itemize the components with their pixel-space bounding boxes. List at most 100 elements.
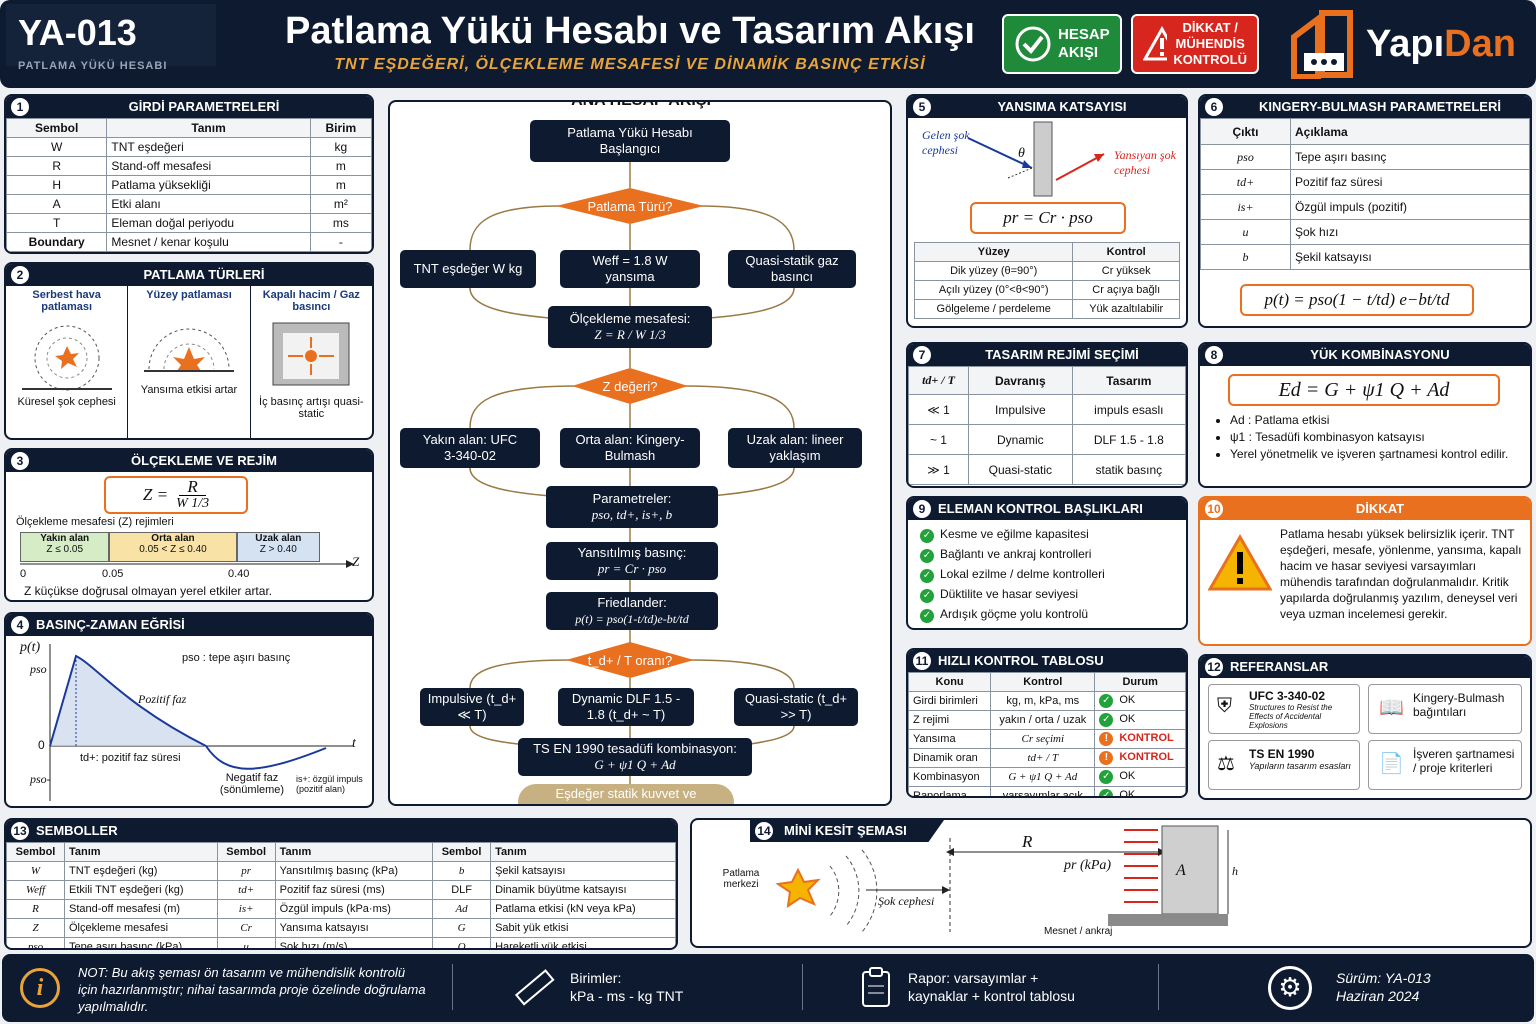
info-icon: i [20,968,60,1008]
axis-label: pso- [30,772,51,786]
axis-label: t [352,736,356,751]
panel-title: BASINÇ-ZAMAN EĞRİSİ [36,617,185,632]
panel-number: 8 [1205,346,1223,364]
panel-number: 5 [913,98,931,116]
badge1-line2: AKIŞI [1058,44,1099,61]
friedlander-formula: p(t) = pso(1 − t/td) e−bt/td [1240,284,1474,316]
list-item: ✓Lokal ezilme / delme kontrolleri [920,564,1174,584]
regime-note: Z küçükse doğrusal olmayan yerel etkiler… [24,584,273,598]
flow-title: ANA HESAP AKIŞI [536,102,746,116]
annotation: pso : tepe aşırı basınç [182,652,291,664]
panel-number: 6 [1205,98,1223,116]
combination-formula: Ed = G + ψ1 Q + Ad [1228,374,1500,406]
ref-isveren: 📄İşveren şartnamesi / proje kriterleri [1368,740,1522,790]
gear-icon: ⚙ [1268,966,1312,1010]
flow-impulsive: Impulsive (t_d+ ≪ T) [420,688,524,726]
flow-scaled-distance: Ölçekleme mesafesi:Z = R / W 1/3 [548,306,712,348]
annotation: Negatif faz (sönümleme) [219,772,285,796]
release-date: Haziran 2024 [1336,988,1420,1004]
regime-title: Ölçekleme mesafesi (Z) rejimleri [16,516,174,528]
flow-friedlander: Friedlander:p(t) = pso(1-t/td)e-bt/td [546,592,718,630]
check-icon: ✓ [920,549,934,563]
check-icon: ✓ [920,569,934,583]
flow-start: Patlama Yükü Hesabı Başlangıcı [530,120,730,162]
warning-text: Patlama hesabı yüksek belirsizlik içerir… [1280,527,1522,621]
list-item: Yerel yönetmelik ve işveren şartnamesi k… [1230,446,1520,463]
type-confined: Kapalı hacim / Gaz basıncı İç basınç art… [259,289,364,420]
panel-number: 12 [1205,658,1223,676]
list-item: ✓Ardışık göçme yolu kontrolü [920,604,1174,624]
col-header: Sembol [6,118,108,138]
col-header: Birim [309,118,372,138]
shield-icon: ⛨ [1217,695,1232,717]
col-header: Tanım [106,118,311,138]
support-label: Mesnet / ankraj [1044,926,1113,937]
doc-code: YA-013 [6,4,216,66]
panel-ana-hesap-akisi: ANA HESAP AKIŞI Patlama Yükü Hesabı Başl… [388,100,892,806]
panel-number: 14 [755,822,773,840]
flow-combination: TS EN 1990 tesadüfi kombinasyon:G + ψ1 Q… [518,738,752,776]
footer-bar: i NOT: Bu akış şeması ön tasarım ve mühe… [2,954,1534,1022]
flow-parameters: Parametreler:pso, td+, is+, b [546,486,718,528]
distance-label: R [1022,832,1033,851]
table-row: Dik yüzey (θ=90°)Cr yüksek [913,261,1180,281]
report-title: Rapor: varsayımlar + [908,970,1039,986]
panel-number: 1 [11,98,29,116]
flow-mid-field: Orta alan: Kingery-Bulmash [560,428,700,468]
axis-label: pso [30,662,47,676]
warning-icon [1143,26,1168,61]
panel-title: ELEMAN KONTROL BAŞLIKLARI [938,501,1143,516]
pressure-label: pr (kPa) [1064,858,1112,873]
confined-blast-icon [272,322,350,386]
panel-title: SEMBOLLER [36,823,118,838]
tick-label: 0.05 [102,568,124,580]
panel-title: GİRDİ PARAMETRELERİ [128,99,280,114]
panel-number: 11 [913,652,931,670]
list-item: ✓Kesme ve eğilme kapasitesi [920,524,1174,544]
check-icon: ✓ [920,589,934,603]
reflected-label: Yansıyan şok cephesi [1114,148,1176,177]
axis-label: 0 [38,738,45,752]
panel-title: REFERANSLAR [1230,659,1329,674]
page-subtitle: TNT EŞDEĞERİ, ÖLÇEKLEME MESAFESİ VE DİNA… [334,56,926,73]
panel-title: YÜK KOMBİNASYONU [1310,347,1450,362]
flow-far-field: Uzak alan: lineer yaklaşım [728,428,862,468]
flow-quasi-static: Quasi-static (t_d+ >> T) [734,688,858,726]
check-list: ✓Kesme ve eğilme kapasitesi ✓Bağlantı ve… [908,520,1186,628]
flow-near-field: Yakın alan: UFC 3-340-02 [400,428,540,468]
free-air-blast-icon [21,325,112,391]
panel-title: HIZLI KONTROL TABLOSU [938,653,1104,668]
panel-number: 3 [11,452,29,470]
annotation: td+: pozitif faz süresi [80,752,181,764]
type-surface: Yüzey patlaması Yansıma etkisi artar [128,286,251,438]
cross-section-diagram [775,825,1229,933]
flow-tnt-equivalent: TNT eşdeğer W kg [400,250,536,288]
